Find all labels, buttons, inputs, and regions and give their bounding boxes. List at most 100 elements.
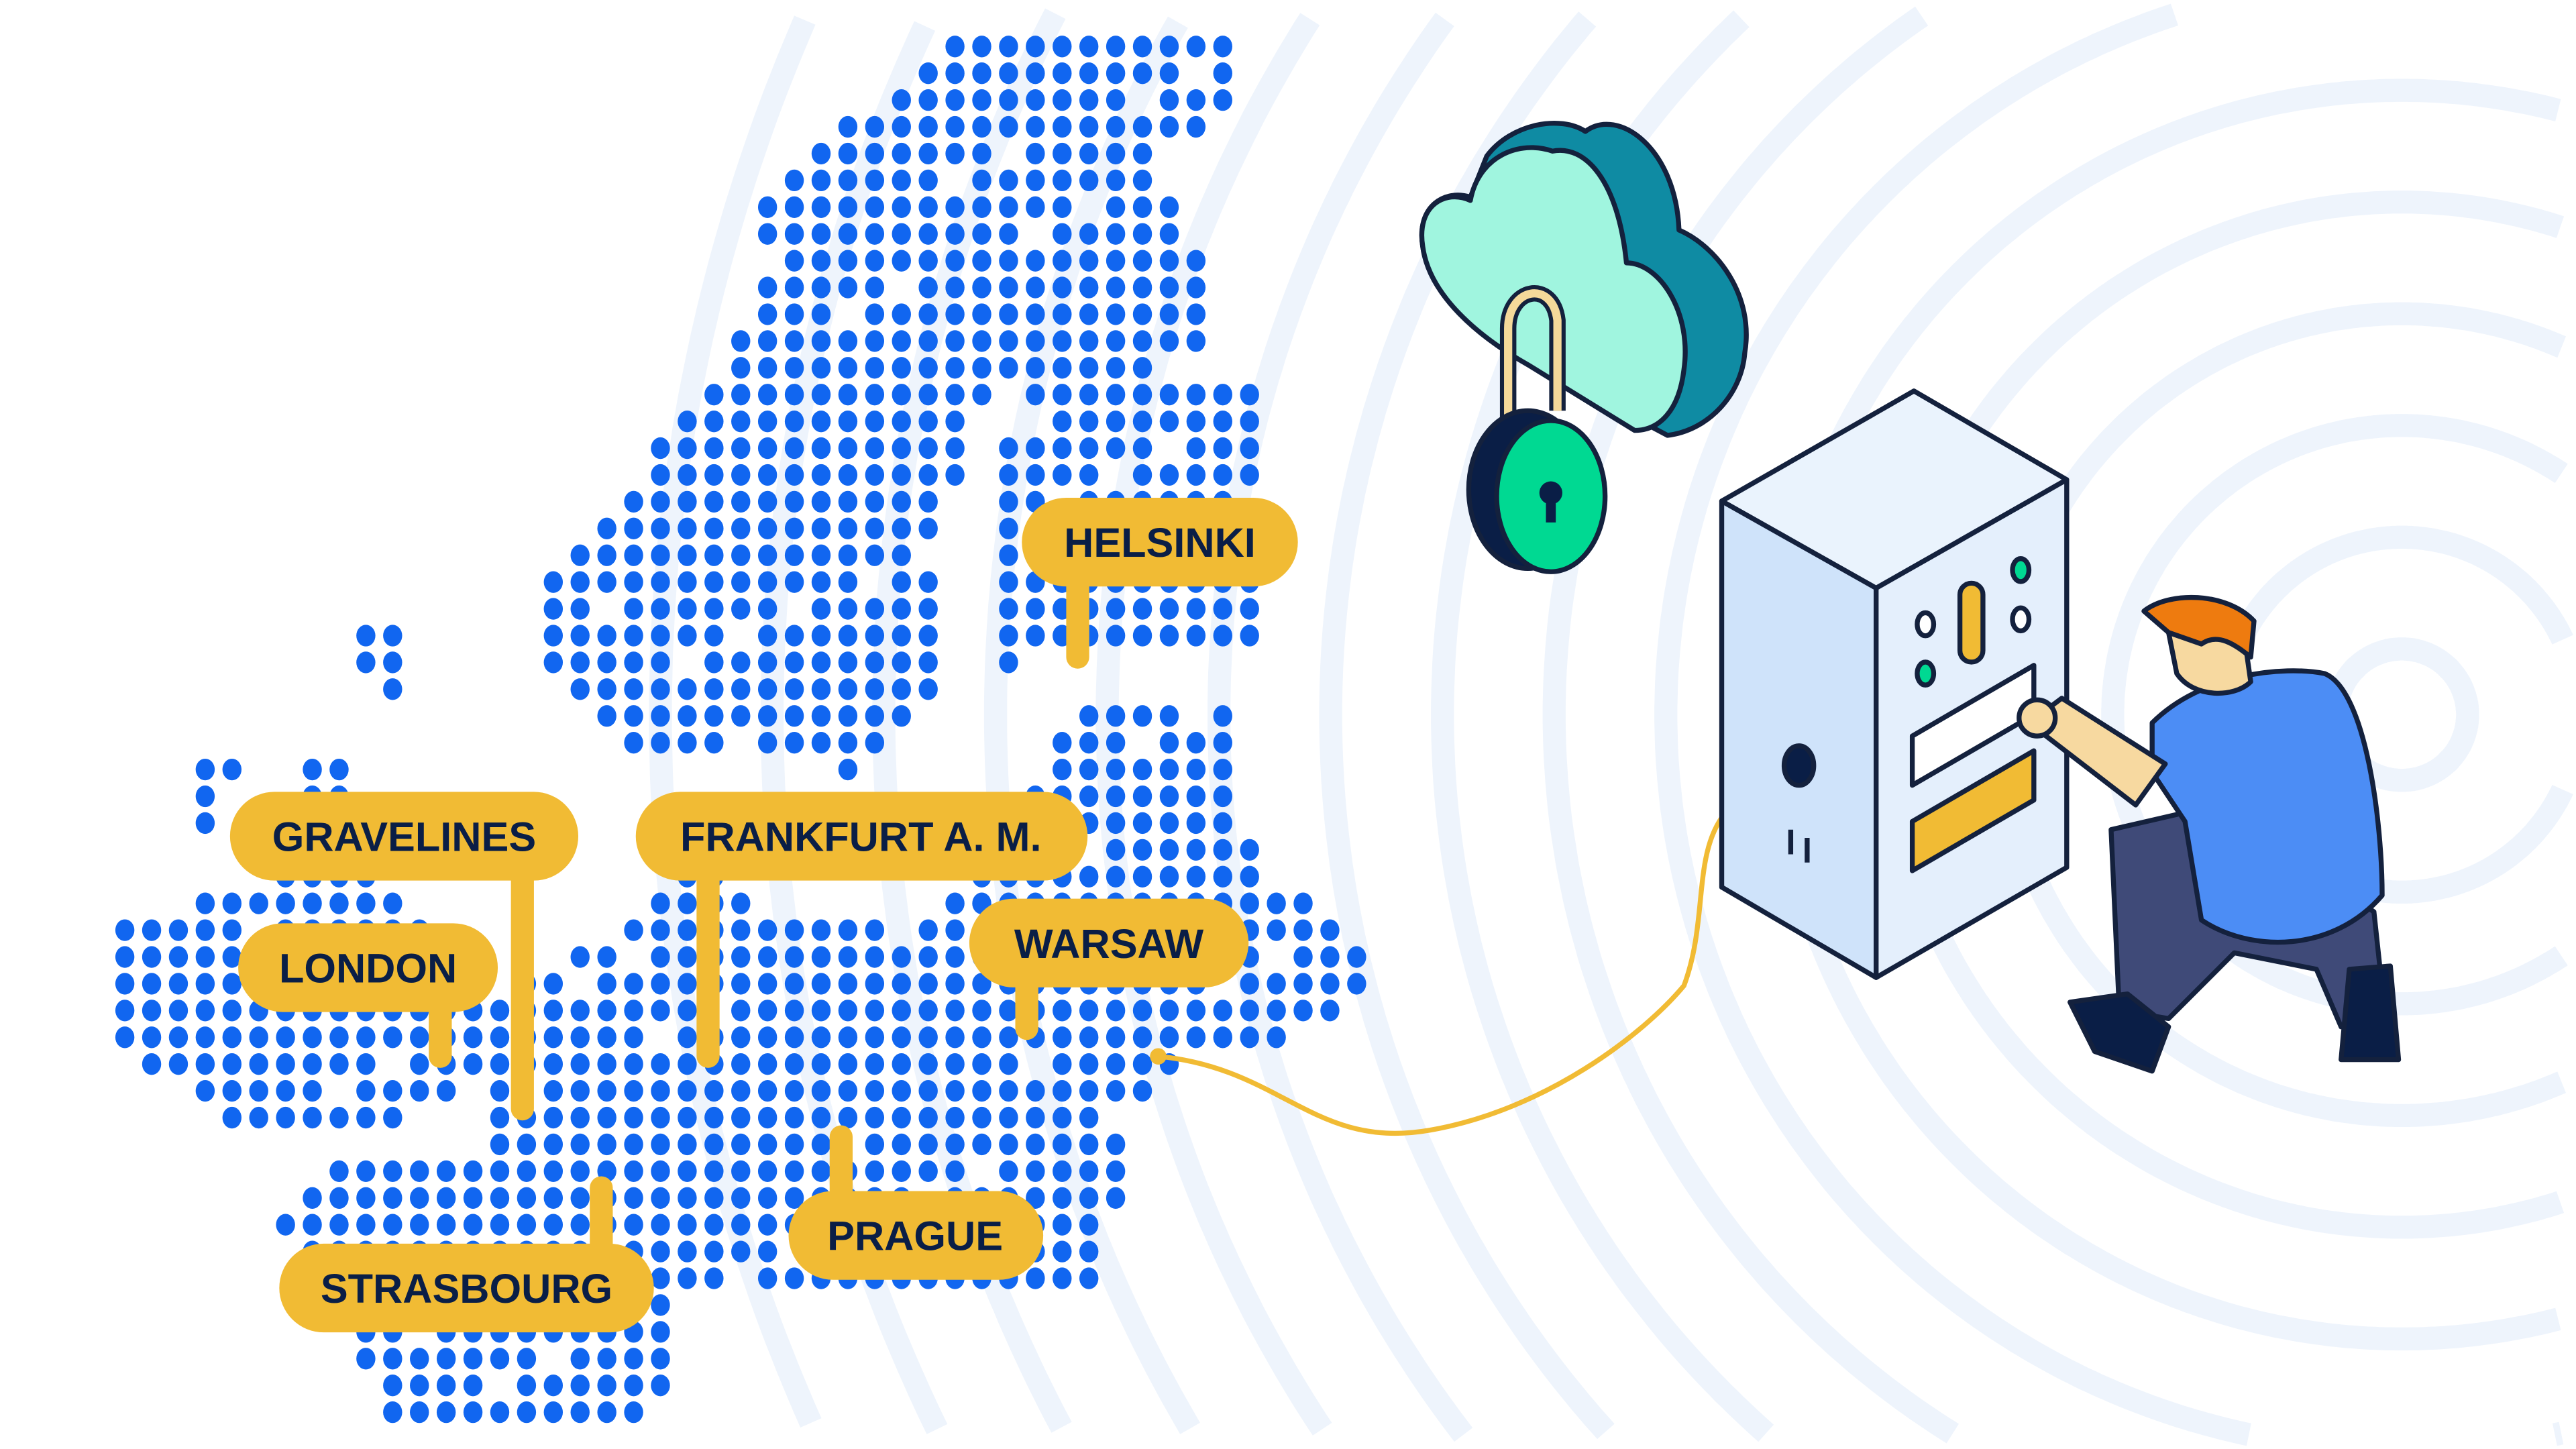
map-dot <box>276 1079 295 1102</box>
map-dot <box>784 1133 804 1156</box>
map-dot <box>731 1240 751 1263</box>
location-label-gravelines[interactable]: GRAVELINES <box>229 792 579 1121</box>
map-dot <box>222 758 241 781</box>
map-dot <box>490 1401 510 1424</box>
map-dot <box>704 544 724 566</box>
map-dot <box>892 1133 911 1156</box>
map-dot <box>1106 598 1126 620</box>
map-dot <box>945 357 965 379</box>
map-dot <box>1159 384 1179 406</box>
map-dot <box>945 223 965 245</box>
map-dot <box>757 1214 777 1236</box>
map-dot <box>597 517 616 540</box>
map-dot <box>865 705 885 727</box>
map-dot <box>597 1348 616 1370</box>
map-dot <box>838 490 858 513</box>
location-label-london[interactable]: LONDON <box>238 923 498 1068</box>
map-dot <box>731 1106 751 1129</box>
map-dot <box>731 892 751 914</box>
power-port <box>1781 743 1817 788</box>
map-dot <box>1186 625 1206 647</box>
map-dot <box>490 1079 510 1102</box>
map-dot <box>1132 62 1152 85</box>
map-dot <box>624 651 643 674</box>
map-dot <box>195 1000 215 1022</box>
map-dot <box>1079 785 1099 808</box>
map-dot <box>945 62 965 85</box>
map-dot <box>383 1160 402 1183</box>
map-dot <box>356 625 376 647</box>
location-label-frankfurt[interactable]: FRANKFURT A. M. <box>635 792 1088 1068</box>
signal-ring <box>1208 12 1473 1442</box>
map-dot <box>1106 785 1126 808</box>
map-dot <box>1079 1267 1099 1289</box>
location-label-prague[interactable]: PRAGUE <box>788 1125 1044 1280</box>
map-dot <box>1213 36 1232 58</box>
map-dot <box>490 1000 510 1022</box>
map-dot <box>570 1000 590 1022</box>
map-dot <box>1106 89 1126 111</box>
map-dot <box>999 196 1018 218</box>
map-dot <box>570 1160 590 1183</box>
map-dot <box>918 490 938 513</box>
map-dot <box>1106 36 1126 58</box>
map-dot <box>892 946 911 968</box>
map-dot <box>543 1079 564 1102</box>
map-dot <box>1213 758 1232 781</box>
map-dot <box>651 1160 670 1183</box>
map-dot <box>918 517 938 540</box>
person-icon <box>2017 594 2402 1074</box>
map-dot <box>222 1000 241 1022</box>
map-dot <box>838 705 858 727</box>
map-dot <box>1132 411 1152 433</box>
map-dot <box>1026 169 1045 192</box>
map-dot <box>704 1187 724 1209</box>
map-dot <box>1213 1026 1232 1049</box>
map-dot <box>972 384 991 406</box>
map-dot <box>1159 115 1179 138</box>
map-dot <box>1053 464 1072 486</box>
map-dot <box>945 142 965 165</box>
map-dot <box>838 196 858 218</box>
map-dot <box>1132 330 1152 352</box>
map-dot <box>410 1053 429 1075</box>
map-dot <box>704 651 724 674</box>
map-dot <box>1106 1000 1126 1022</box>
map-dot <box>999 651 1018 674</box>
map-dot <box>597 544 616 566</box>
map-dot <box>1079 115 1099 138</box>
map-dot <box>356 1026 376 1049</box>
map-dot <box>651 973 670 995</box>
map-dot <box>865 169 885 192</box>
location-label-warsaw[interactable]: WARSAW <box>969 898 1249 1040</box>
map-dot <box>1186 276 1206 299</box>
map-dot <box>892 1079 911 1102</box>
map-dot <box>1026 357 1045 379</box>
map-dot <box>543 973 564 995</box>
location-label-text: GRAVELINES <box>272 814 536 860</box>
map-dot <box>142 946 162 968</box>
map-dot <box>543 651 564 674</box>
map-dot <box>731 1053 751 1075</box>
map-dot <box>651 1240 670 1263</box>
location-label-strasbourg[interactable]: STRASBOURG <box>279 1176 654 1333</box>
map-dot <box>1159 625 1179 647</box>
map-dot <box>784 411 804 433</box>
map-dot <box>1132 303 1152 325</box>
location-label-helsinki[interactable]: HELSINKI <box>1022 498 1298 669</box>
map-dot <box>811 571 831 593</box>
map-dot <box>436 1214 456 1236</box>
map-dot <box>1186 303 1206 325</box>
map-dot <box>892 1053 911 1075</box>
map-dot <box>838 517 858 540</box>
map-dot <box>838 625 858 647</box>
map-dot <box>276 1214 295 1236</box>
map-dot <box>651 1187 670 1209</box>
map-dot <box>1267 973 1286 995</box>
map-dot <box>918 384 938 406</box>
map-dot <box>811 223 831 245</box>
map-dot <box>784 330 804 352</box>
map-dot <box>811 169 831 192</box>
map-dot <box>918 303 938 325</box>
map-dot <box>1213 411 1232 433</box>
